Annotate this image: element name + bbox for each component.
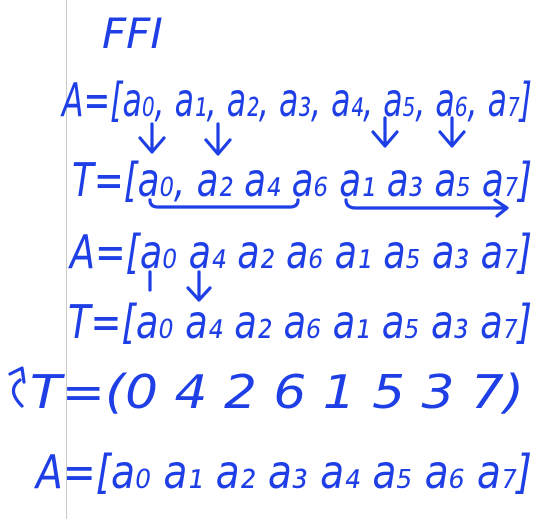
line-6-array-a: A=[a₀ a₁ a₂ a₃ a₄ a₅ a₆ a₇] (33, 445, 532, 499)
line-1-array-a: A=[a₀, a₁, a₂, a₃, a₄, a₅, a₆, a₇] (60, 73, 532, 127)
margin-line (66, 0, 67, 519)
underline-arrow-group-odd (344, 198, 509, 218)
down-arrow-icon-group-1 (138, 116, 466, 156)
line-3-array-a: A=[a₀ a₄ a₂ a₆ a₁ a₅ a₃ a₇] (68, 225, 532, 279)
down-arrow-icon (204, 122, 232, 156)
line-4-array-t: T=[a₀ a₄ a₂ a₆ a₁ a₅ a₃ a₇] (68, 295, 532, 349)
curved-arrow-icon (8, 366, 26, 408)
note-title: FFI (102, 9, 163, 58)
line-2-array-t: T=[a₀, a₂ a₄ a₆ a₁ a₃ a₅ a₇] (72, 153, 532, 207)
underline-group-even (148, 198, 300, 209)
down-arrow-icon (186, 270, 212, 302)
down-arrow-icon (438, 116, 466, 148)
line-5-permutation: T=(0 4 2 6 1 5 3 7) (30, 365, 524, 419)
down-arrow-icon (371, 116, 399, 148)
down-arrow-icon (138, 122, 166, 154)
